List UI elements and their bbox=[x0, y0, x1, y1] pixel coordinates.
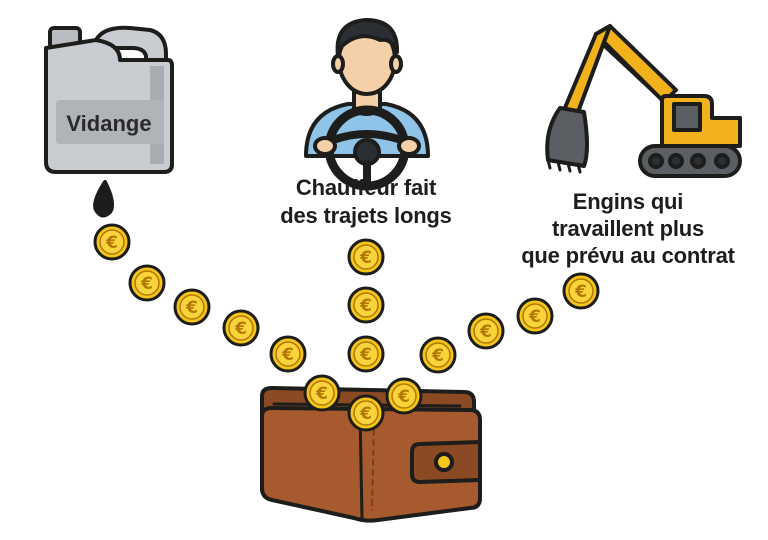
coin-oil-change-2: € bbox=[128, 264, 166, 302]
euro-symbol: € bbox=[105, 233, 118, 253]
euro-symbol: € bbox=[359, 248, 372, 268]
euro-symbol: € bbox=[315, 384, 328, 404]
coin-driver-4: € bbox=[347, 394, 385, 432]
coin-driver-1: € bbox=[347, 238, 385, 276]
wallet-icon bbox=[260, 386, 482, 523]
coin-machines-1: € bbox=[562, 272, 600, 310]
euro-symbol: € bbox=[359, 404, 372, 424]
euro-symbol: € bbox=[397, 387, 410, 407]
euro-symbol: € bbox=[574, 282, 587, 302]
euro-symbol: € bbox=[479, 322, 492, 342]
driver-steering-wheel-icon bbox=[304, 18, 430, 191]
coin-driver-2: € bbox=[347, 286, 385, 324]
machines-label: Engins qui travaillent plus que prévu au… bbox=[488, 188, 768, 269]
coin-oil-change-5: € bbox=[269, 335, 307, 373]
oil-canister-icon bbox=[44, 25, 174, 218]
euro-symbol: € bbox=[185, 298, 198, 318]
euro-symbol: € bbox=[140, 274, 153, 294]
machines-label-line-2: travaillent plus bbox=[551, 216, 705, 241]
oil-change-label: Vidange bbox=[66, 111, 151, 136]
coin-driver-3: € bbox=[347, 335, 385, 373]
euro-symbol: € bbox=[281, 345, 294, 365]
euro-symbol: € bbox=[528, 307, 541, 327]
coin-oil-change-4: € bbox=[222, 309, 260, 347]
euro-symbol: € bbox=[359, 345, 372, 365]
coin-machines-2: € bbox=[516, 297, 554, 335]
euro-symbol: € bbox=[359, 296, 372, 316]
machines-label-line-3: que prévu au contrat bbox=[521, 243, 735, 268]
driver-label-line-2: des trajets longs bbox=[280, 203, 452, 228]
machines-label-line-1: Engins qui bbox=[572, 189, 684, 214]
coin-machines-3: € bbox=[467, 312, 505, 350]
driver-label: Chauffeur fait des trajets longs bbox=[236, 174, 496, 230]
coin-oil-change-6: € bbox=[303, 374, 341, 412]
coin-machines-5: € bbox=[385, 377, 423, 415]
driver-label-line-1: Chauffeur fait bbox=[295, 175, 437, 200]
euro-symbol: € bbox=[431, 346, 444, 366]
coin-machines-4: € bbox=[419, 336, 457, 374]
coin-oil-change-3: € bbox=[173, 288, 211, 326]
coin-oil-change-1: € bbox=[93, 223, 131, 261]
coin-trails: € € € € € € € € € € € € € € € bbox=[93, 223, 600, 432]
excavator-icon bbox=[545, 24, 742, 178]
euro-symbol: € bbox=[234, 319, 247, 339]
